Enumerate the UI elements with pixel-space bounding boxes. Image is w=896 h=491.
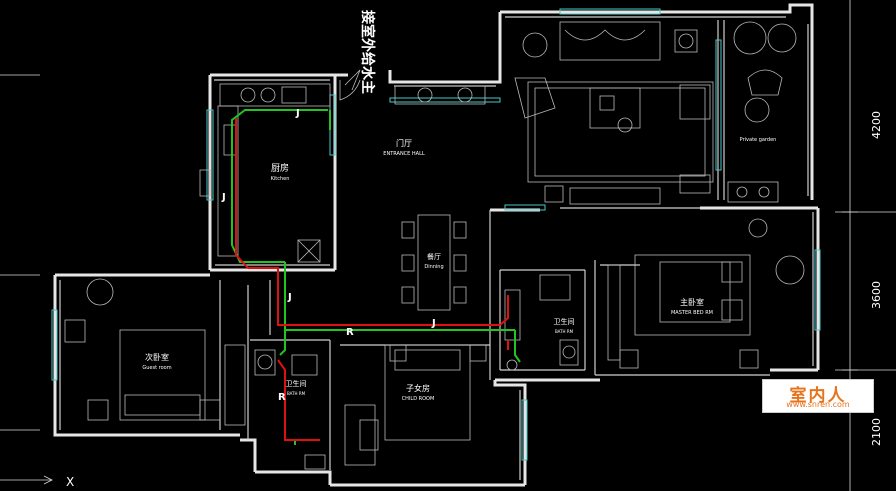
pipe-label-j1: J	[295, 108, 300, 119]
pipe-label-j3: J	[431, 318, 436, 329]
master-bath-sublabel: BATH RM	[555, 329, 574, 334]
inlet-arrow	[344, 69, 361, 91]
left-bath-fixtures	[254, 349, 326, 470]
site-logo: 室内人 www.snren.com	[762, 379, 874, 413]
second-bedroom-sublabel: Guest room	[142, 365, 171, 371]
dimension-3600: 3600	[870, 281, 883, 309]
master-bedroom-furniture	[607, 218, 805, 369]
hot-water-pipes	[235, 118, 509, 441]
dining-sublabel: Dinning	[424, 264, 443, 270]
dimension-4200: 4200	[870, 111, 883, 139]
master-bath-fixtures	[504, 274, 579, 371]
balcony-fixtures	[727, 21, 797, 203]
pipe-label-r2: R	[278, 392, 286, 403]
kitchen-fixtures	[199, 83, 331, 263]
left-bath-label: 卫生间	[286, 379, 307, 388]
dimension-2100: 2100	[870, 418, 883, 446]
second-bedroom-label: 次卧室	[145, 352, 169, 362]
kitchen-label: 厨房	[271, 162, 289, 174]
balcony-sublabel: Private garden	[740, 137, 777, 143]
dining-table	[401, 214, 467, 311]
master-bedroom-sublabel: MASTER BED RM	[671, 310, 713, 316]
second-bedroom-furniture	[64, 278, 246, 426]
living-room-furniture	[514, 21, 714, 205]
dining-label: 餐厅	[427, 252, 441, 261]
pipe-label-r1: R	[346, 327, 354, 338]
cold-water-pipes	[231, 109, 521, 445]
kitchen-sublabel: Kitchen	[271, 176, 290, 182]
foyer-sublabel: ENTRANCE HALL	[383, 151, 425, 157]
pipe-label-j2: J	[287, 292, 292, 303]
master-bath-label: 卫生间	[554, 317, 575, 326]
kids-room-furniture	[344, 344, 487, 466]
left-bath-sublabel: BATH RM	[287, 391, 306, 396]
kids-room-label: 子女房	[406, 383, 430, 393]
x-axis-label: X	[66, 475, 74, 489]
master-bedroom-label: 主卧室	[680, 297, 704, 307]
main-water-inlet-label: 接室外给水主	[359, 10, 376, 94]
pipe-label-j4: J	[221, 192, 226, 203]
windows	[51, 8, 821, 461]
kids-room-sublabel: CHILD ROOM	[402, 396, 435, 402]
foyer-fixtures	[339, 79, 486, 105]
logo-sub-text: www.snren.com	[786, 400, 850, 409]
foyer-label: 门厅	[396, 138, 412, 148]
walls	[53, 3, 820, 487]
logo-main-text: 室内人	[789, 386, 847, 406]
